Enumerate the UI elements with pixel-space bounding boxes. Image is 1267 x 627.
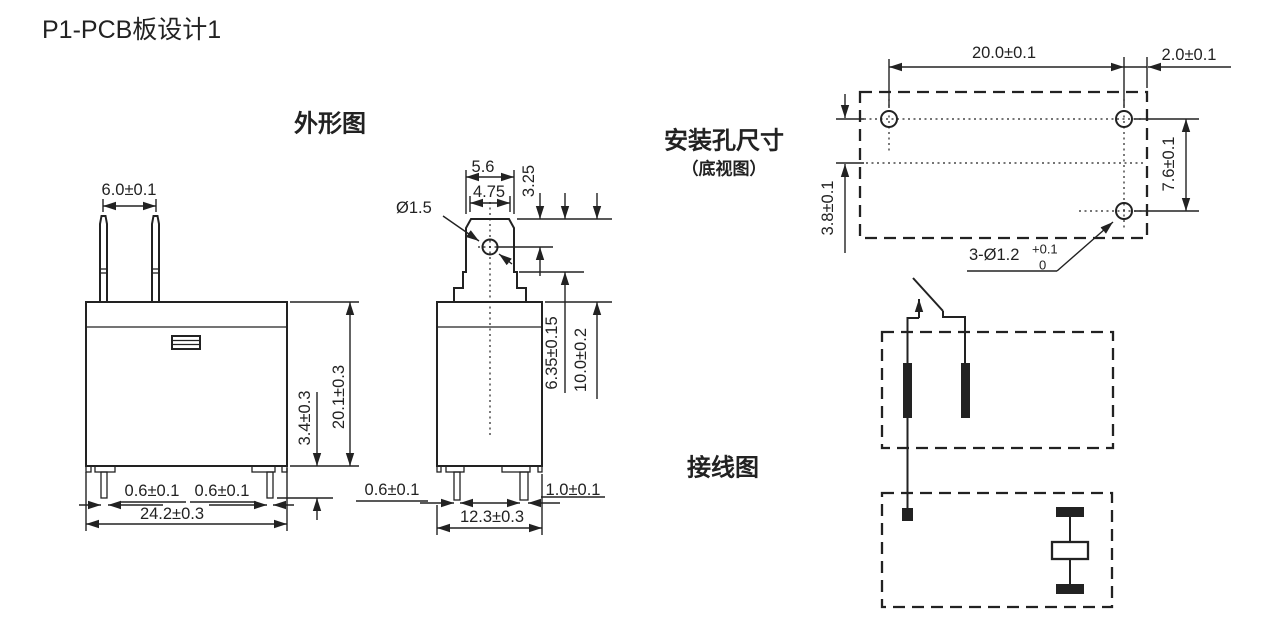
dim-side-pin-width-left: 0.6±0.1 (365, 481, 420, 499)
vent-slot (171, 335, 201, 350)
hole-tolerance-lower: 0 (1039, 258, 1046, 273)
dim-tab-width: 5.6 (472, 158, 495, 176)
coil-pin-terminal (902, 508, 913, 521)
svg-text:3.8±0.1: 3.8±0.1 (819, 181, 837, 236)
dim-side-tab-widths: 5.6 4.75 (465, 158, 515, 214)
dim-front-body-height: 20.1±0.3 (330, 365, 348, 429)
label-wiring-diagram: 接线图 (687, 455, 759, 482)
dim-hole-to-edge: 2.0±0.1 (1124, 46, 1231, 88)
dim-front-pin-widths: 0.6±0.1 0.6±0.1 (79, 482, 294, 510)
dim-hole-row-offset: 3.8±0.1 (819, 94, 864, 253)
switch-symbol (906, 277, 966, 363)
dim-hole-diameter: Ø1.5 (396, 199, 513, 266)
dim-hole-from-top: 3.25 (520, 165, 538, 197)
dim-front-pin-width-right: 0.6±0.1 (195, 482, 250, 500)
dim-hole-pitch-x: 20.0±0.1 (888, 44, 1125, 108)
contact-terminal-left (903, 363, 912, 418)
dim-front-heights: 20.1±0.3 3.4±0.3 (277, 301, 359, 520)
mounting-hole-top-left (880, 110, 898, 128)
coil-symbol (1050, 507, 1090, 594)
dim-front-pin-spacing: 6.0±0.1 (102, 181, 157, 212)
dim-front-body-width: 24.2±0.3 (85, 468, 288, 531)
top-pins (99, 215, 160, 302)
front-view: 6.0±0.1 20.1±0.3 3.4±0.3 0.6±0.1 0.6±0.1 (79, 181, 359, 531)
label-mounting-holes: 安装孔尺寸 (664, 127, 784, 155)
bottom-pins (100, 471, 274, 499)
dim-step-from-top: 6.35±0.15 (543, 316, 561, 389)
dim-hole-pitch-y: 7.6±0.1 (1134, 118, 1199, 212)
hole-tolerance-upper: +0.1 (1032, 242, 1058, 257)
relay-body-front (85, 301, 288, 467)
svg-text:6.0±0.1: 6.0±0.1 (102, 181, 157, 199)
contact-terminal-right (961, 363, 970, 418)
mounting-hole-view: 20.0±0.1 2.0±0.1 7.6±0.1 3.8±0.1 3-Ø1.2 … (819, 44, 1231, 273)
hole-size-callout: 3-Ø1.2 +0.1 0 (967, 221, 1114, 273)
svg-text:7.6±0.1: 7.6±0.1 (1160, 137, 1178, 192)
side-view: 5.6 4.75 Ø1.5 3.25 6.35±0.15 10.0±0 (356, 158, 612, 535)
dim-front-pin-length: 3.4±0.3 (296, 391, 314, 446)
dim-tab-top-width: 4.75 (473, 183, 505, 201)
wiring-diagram (880, 277, 1115, 609)
svg-text:20.0±0.1: 20.0±0.1 (972, 44, 1036, 62)
pcb-outline (858, 90, 1149, 240)
dim-tab-height: 10.0±0.2 (572, 328, 590, 392)
svg-text:24.2±0.3: 24.2±0.3 (140, 505, 204, 523)
dim-front-pin-width-left: 0.6±0.1 (125, 482, 180, 500)
hole-callout-text: 3-Ø1.2 (969, 246, 1019, 264)
dim-side-pin-widths: 0.6±0.1 1.0±0.1 (356, 481, 605, 508)
dim-side-body-width: 12.3±0.3 (436, 474, 543, 535)
label-outline-view: 外形图 (294, 110, 366, 138)
label-bottom-view: （底视图） (682, 159, 767, 179)
dim-side-pin-width-right: 1.0±0.1 (546, 481, 601, 499)
dim-side-verticals: 3.25 6.35±0.15 10.0±0.2 (498, 165, 612, 399)
svg-text:2.0±0.1: 2.0±0.1 (1162, 46, 1217, 64)
tab-hole (481, 238, 499, 256)
svg-text:12.3±0.3: 12.3±0.3 (460, 508, 524, 526)
coil-section-box (880, 491, 1114, 609)
mounting-hole-bottom-right (1115, 202, 1133, 220)
page-title: P1-PCB板设计1 (42, 16, 221, 44)
contact-section-box (880, 330, 1115, 450)
mounting-hole-top-right (1115, 110, 1133, 128)
svg-text:Ø1.5: Ø1.5 (396, 199, 432, 217)
side-pins (453, 471, 529, 501)
